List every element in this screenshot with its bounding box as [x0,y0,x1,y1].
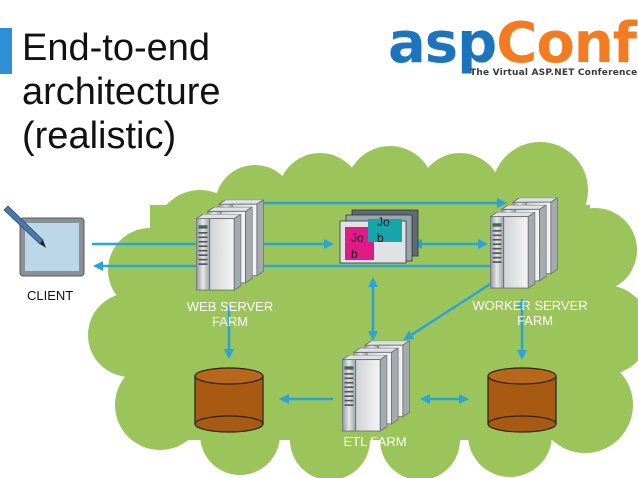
aspconf-logo: aspConf The Virtual ASP.NET Conference [388,11,637,88]
title-line-1: End-to-end [22,27,211,69]
title-line-3: (realistic) [22,115,177,157]
logo-tagline: The Virtual ASP.NET Conference [470,68,638,78]
slide-title: End-to-end architecture (realistic) [22,26,221,158]
job-back-label: Jo b [377,215,390,245]
web-server-farm-label: WEB SERVER FARM [186,299,274,329]
etl-farm-label: ETL FARM [343,434,407,449]
client-label: CLIENT [27,288,74,303]
title-accent-bar [0,28,12,74]
web-database-icon [194,367,264,433]
title-line-2: architecture [22,71,221,113]
job-queue-icon [339,209,419,264]
logo-word-conf: Conf [496,11,637,76]
logo-word-asp: asp [388,11,497,76]
worker-database-icon [487,367,557,433]
job-front-label: Jo b [351,231,364,261]
client-tablet-icon [3,205,85,277]
worker-server-farm-label: WORKER SERVER FARM [472,298,588,328]
arrow-worker-to-etl [403,279,496,341]
